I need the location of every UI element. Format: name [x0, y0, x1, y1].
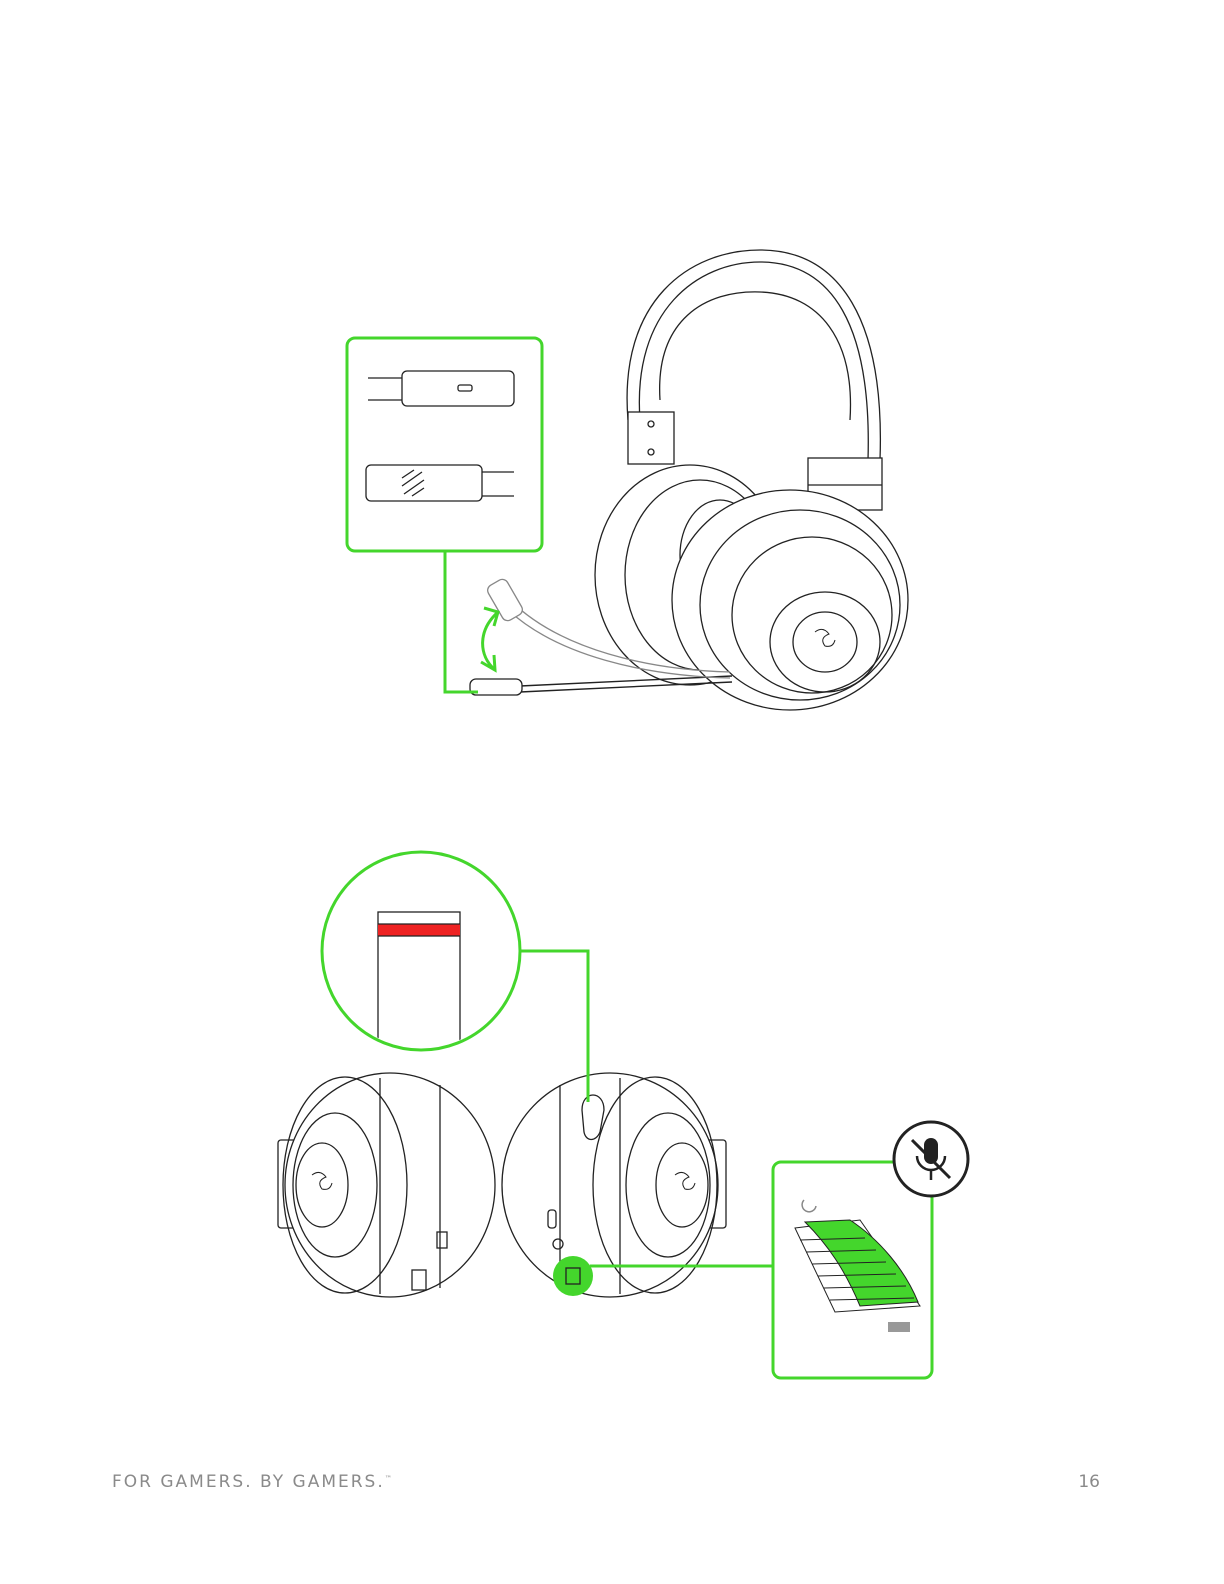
footer-tagline: FOR GAMERS. BY GAMERS.™: [112, 1472, 392, 1492]
rotate-arrow-icon: [481, 608, 498, 670]
mic-mute-icon: [894, 1122, 968, 1196]
page-number: 16: [1078, 1472, 1100, 1492]
trademark-symbol: ™: [385, 1474, 392, 1482]
manual-illustrations: [0, 0, 1224, 1440]
mic-tip-callout: [322, 852, 588, 1102]
headset-figure-earcups: [278, 1073, 726, 1297]
mic-boom-callout: [347, 338, 542, 692]
footer-tagline-text: FOR GAMERS. BY GAMERS.: [112, 1472, 385, 1492]
volume-dial-highlight: [553, 1256, 593, 1296]
